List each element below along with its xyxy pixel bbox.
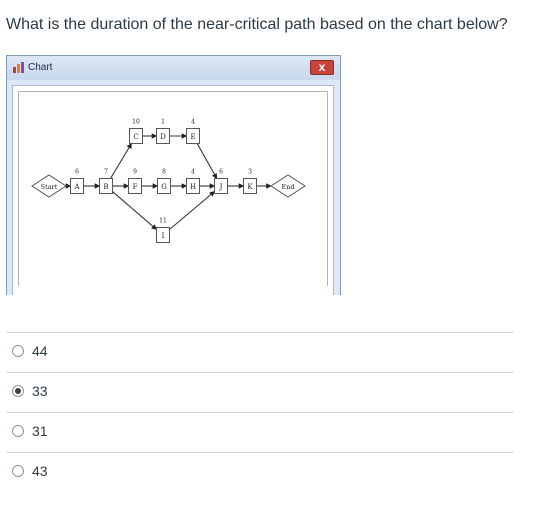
activity-B-box	[99, 178, 113, 194]
activity-F-box	[128, 178, 142, 194]
option-divider	[6, 372, 514, 373]
activity-F-label: F	[133, 183, 138, 191]
activity-G-label: G	[161, 183, 167, 191]
activity-D-box	[156, 128, 170, 144]
dependency-arrow	[169, 191, 216, 230]
activity-F-duration: 9	[133, 169, 137, 176]
activity-A-label: A	[73, 183, 80, 191]
radio-button-selected[interactable]	[12, 385, 24, 397]
activity-I-duration: 11	[159, 218, 167, 225]
activity-A-duration: 6	[75, 169, 79, 176]
question-text: What is the duration of the near-critica…	[6, 16, 508, 33]
answer-option-label: 43	[32, 463, 48, 479]
dependency-arrow	[112, 191, 158, 230]
chart-window-title: Chart	[28, 62, 53, 73]
chart-window-titlebar[interactable]: Chart x	[7, 56, 340, 80]
activity-B-duration: 7	[104, 169, 108, 176]
activity-B-label: B	[103, 183, 108, 191]
radio-button[interactable]	[12, 425, 24, 437]
close-icon: x	[318, 60, 326, 74]
radio-button[interactable]	[12, 345, 24, 357]
dependency-arrow	[110, 142, 132, 179]
answer-option-label: 31	[32, 423, 48, 439]
activity-J-box	[214, 178, 228, 194]
chart-app-icon	[13, 62, 24, 73]
activity-C-label: C	[133, 133, 138, 141]
option-divider	[6, 452, 514, 453]
activity-J-duration: 6	[219, 169, 223, 176]
activity-J-label: J	[219, 183, 223, 191]
end-label: End	[281, 183, 294, 191]
activity-D-label: D	[160, 133, 166, 141]
answer-option-31[interactable]: 31	[12, 421, 48, 441]
activity-A-box	[70, 178, 84, 194]
answer-option-label: 33	[32, 383, 48, 399]
activity-E-duration: 4	[191, 119, 195, 126]
activity-I-box	[156, 227, 170, 243]
answer-option-43[interactable]: 43	[12, 461, 48, 481]
activity-D-duration: 1	[161, 119, 165, 126]
answer-option-44[interactable]: 44	[12, 341, 48, 361]
activity-H-box	[186, 178, 200, 194]
answer-option-33[interactable]: 33	[12, 381, 48, 401]
activity-C-duration: 10	[132, 119, 140, 126]
activity-K-label: K	[247, 183, 253, 191]
activity-C-box	[129, 128, 143, 144]
activity-H-label: H	[190, 183, 196, 191]
activity-H-duration: 4	[191, 169, 195, 176]
start-label: Start	[41, 183, 58, 191]
end-node	[270, 174, 306, 198]
activity-E-label: E	[190, 133, 195, 141]
activity-K-box	[243, 178, 257, 194]
option-divider	[6, 412, 514, 413]
activity-G-duration: 8	[162, 169, 166, 176]
dependency-arrow	[196, 143, 218, 180]
activity-E-box	[186, 128, 200, 144]
activity-G-box	[157, 178, 171, 194]
start-node	[31, 174, 67, 198]
close-button[interactable]: x	[310, 60, 334, 75]
answer-option-label: 44	[32, 343, 48, 359]
radio-button[interactable]	[12, 465, 24, 477]
activity-K-duration: 3	[248, 169, 252, 176]
activity-I-label: I	[162, 232, 165, 240]
option-divider	[6, 332, 514, 333]
